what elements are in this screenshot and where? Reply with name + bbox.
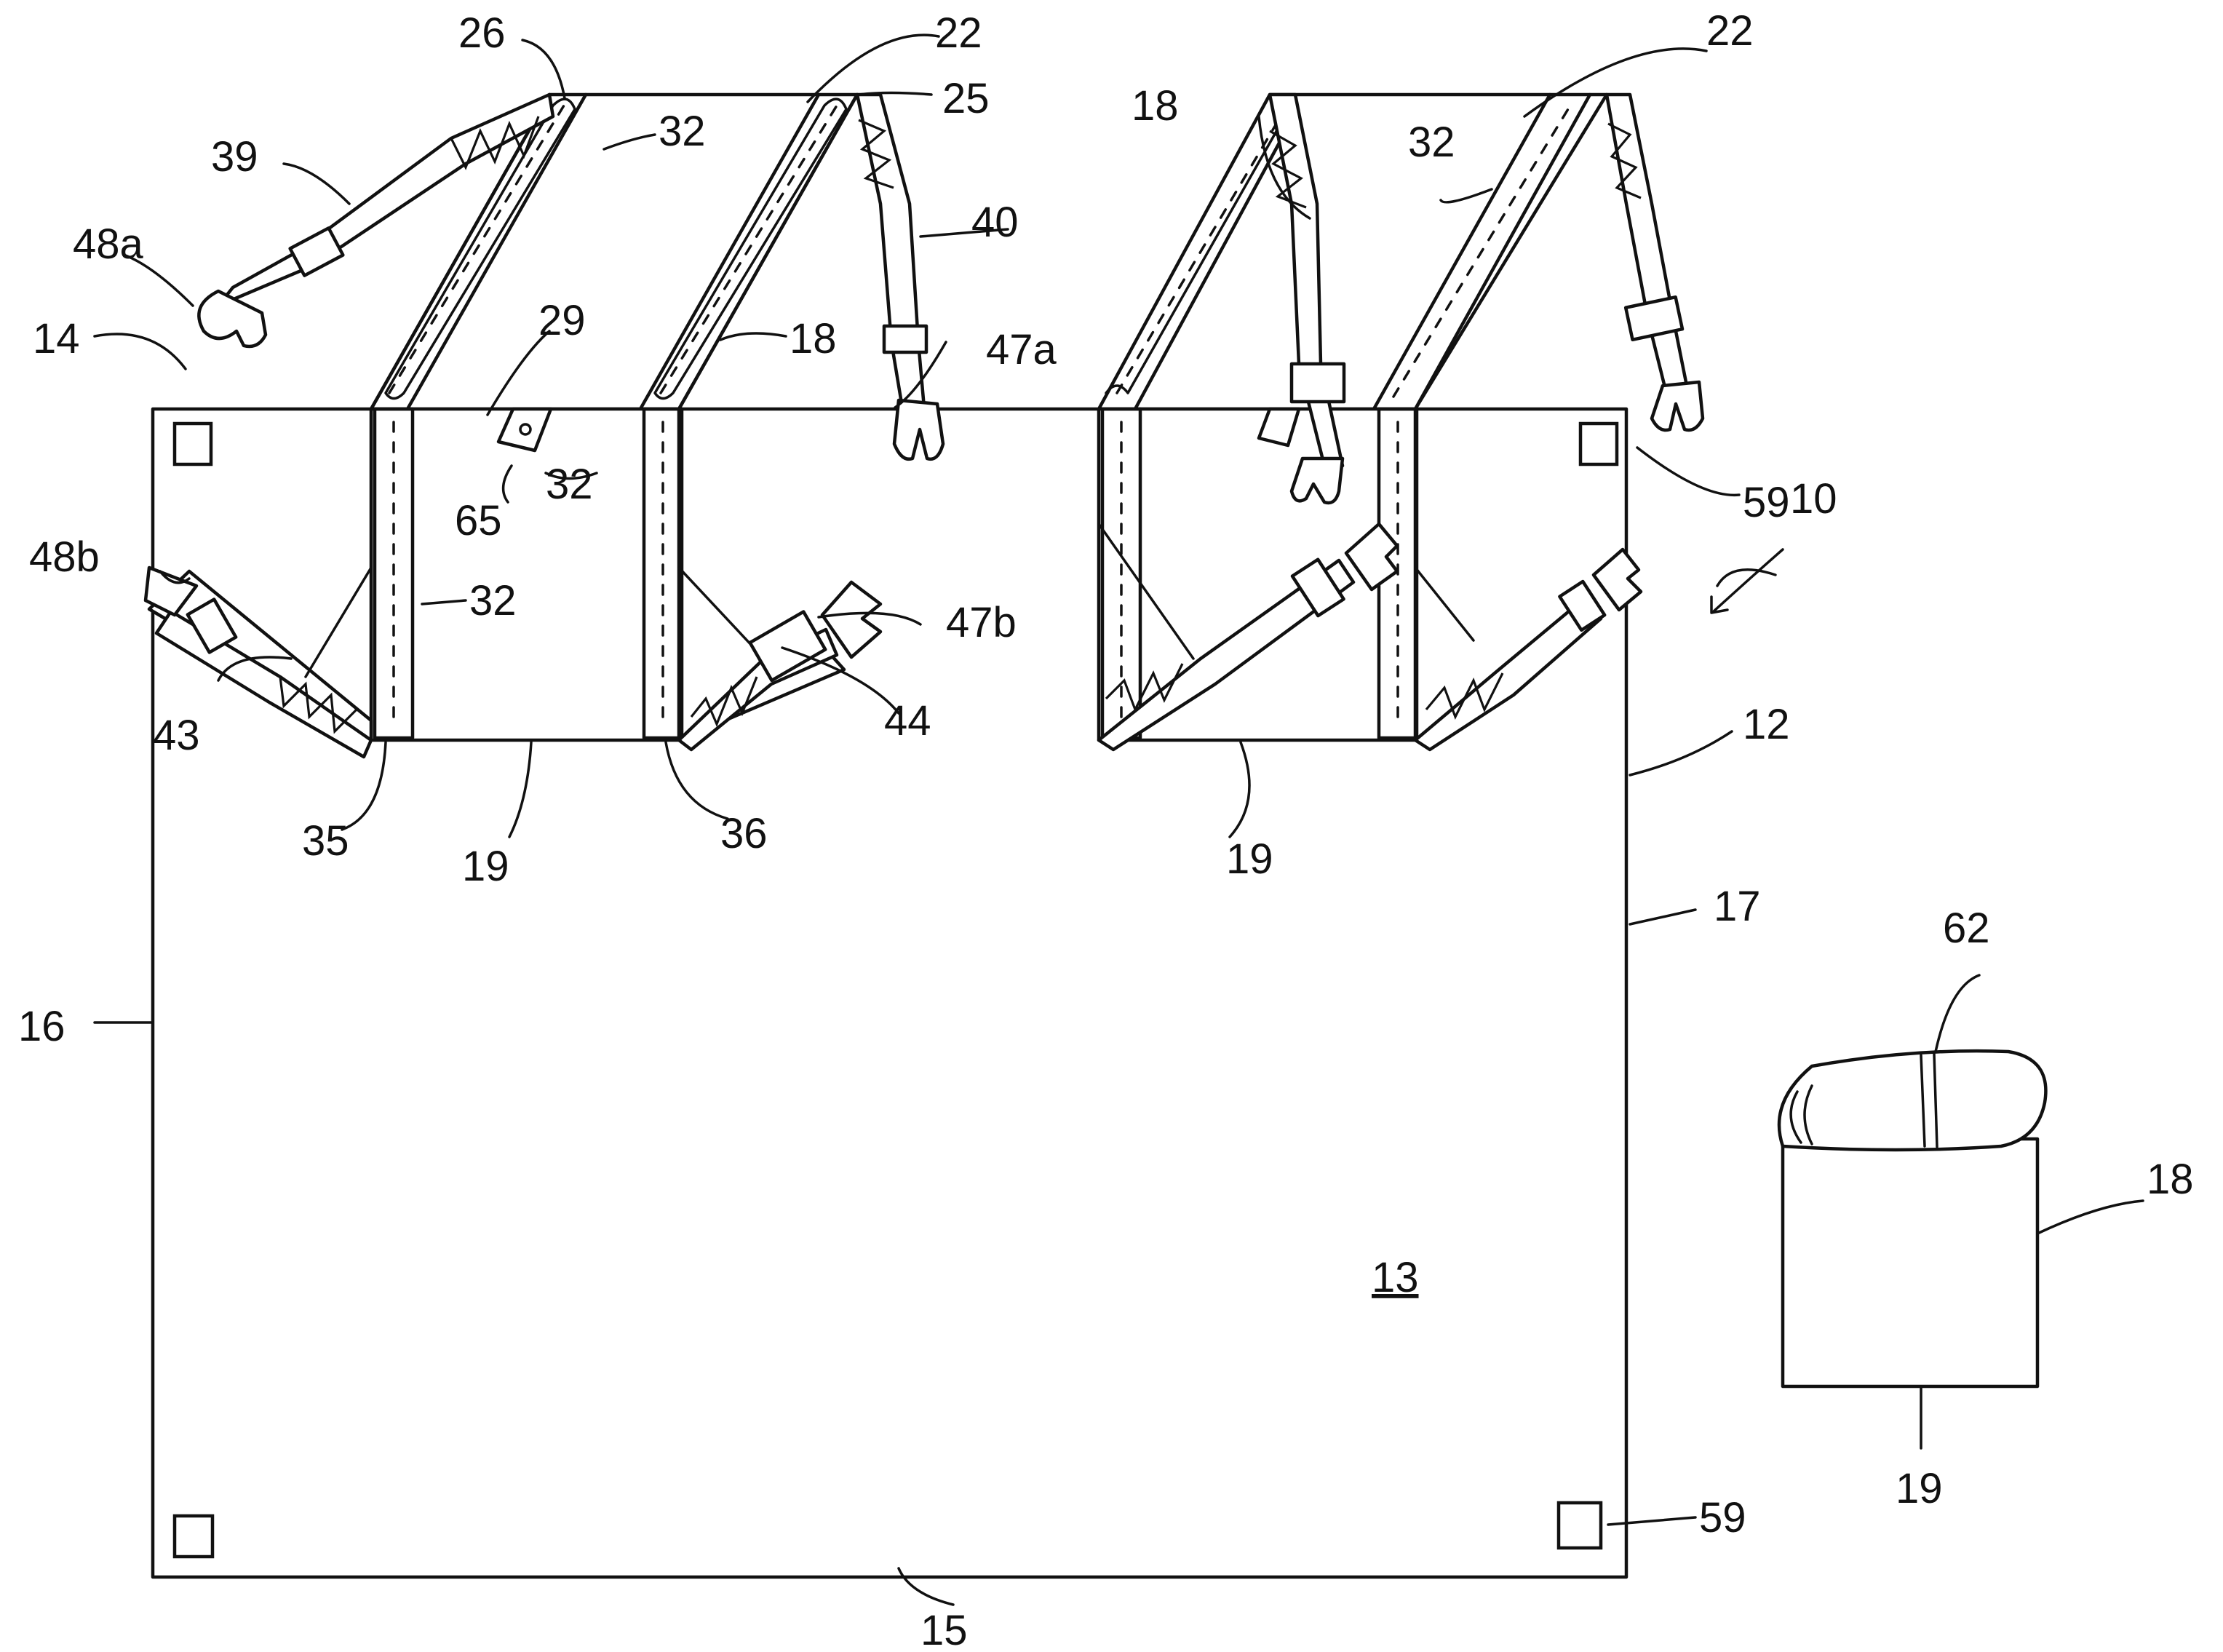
label-15: 15: [920, 1607, 968, 1648]
corner-fastener-bottom-left: [175, 1516, 212, 1557]
label-40: 40: [971, 199, 1019, 246]
rolled-pouch: [1779, 1051, 2045, 1386]
label-12: 12: [1743, 701, 1790, 748]
label-18-upper-right: 18: [1132, 82, 1179, 130]
label-47a: 47a: [986, 326, 1057, 373]
label-18-upper-left: 18: [790, 315, 837, 362]
label-19-left: 19: [462, 843, 509, 890]
right-pocket-top-flap: [1099, 95, 1607, 409]
label-32-mid: 32: [546, 461, 593, 508]
label-10: 10: [1790, 475, 1837, 523]
label-17: 17: [1714, 883, 1761, 930]
label-35: 35: [302, 817, 349, 865]
label-39: 39: [211, 133, 258, 180]
corner-fastener-bottom-right: [1559, 1503, 1601, 1548]
label-13: 13: [1372, 1254, 1419, 1301]
label-59-bottom: 59: [1699, 1494, 1746, 1541]
label-65: 65: [455, 497, 502, 544]
label-22-left: 22: [935, 9, 982, 57]
label-29: 29: [538, 297, 586, 344]
label-32-lower: 32: [469, 577, 517, 624]
label-47b: 47b: [946, 599, 1017, 646]
label-44: 44: [884, 697, 931, 744]
label-36: 36: [720, 810, 768, 857]
label-62: 62: [1943, 905, 1990, 952]
label-32-top-left: 32: [659, 108, 706, 155]
reference-arrow: [1714, 549, 1783, 611]
corner-fastener-top-right: [1580, 424, 1617, 464]
label-16: 16: [18, 1003, 65, 1050]
label-19-right: 19: [1226, 835, 1273, 883]
label-48a: 48a: [73, 221, 144, 268]
label-43: 43: [153, 712, 200, 759]
label-25: 25: [942, 75, 990, 122]
label-26: 26: [458, 9, 506, 57]
label-14: 14: [33, 315, 80, 362]
label-59-top: 59: [1743, 479, 1790, 526]
reference-numerals: 10 12 13 14 15 16 17 18 18 18 19 19 19 2…: [18, 7, 2194, 1648]
label-22-right: 22: [1706, 7, 1754, 55]
rolled-pouch-roll: [1779, 1051, 2045, 1150]
label-18-pouch: 18: [2147, 1156, 2194, 1203]
corner-fastener-top-left: [175, 424, 211, 464]
label-48b: 48b: [29, 533, 100, 581]
label-19-pouch: 19: [1896, 1465, 1943, 1512]
label-32-top-right: 32: [1408, 119, 1455, 166]
rolled-pouch-body: [1783, 1139, 2037, 1386]
left-pocket-body: [371, 409, 679, 740]
